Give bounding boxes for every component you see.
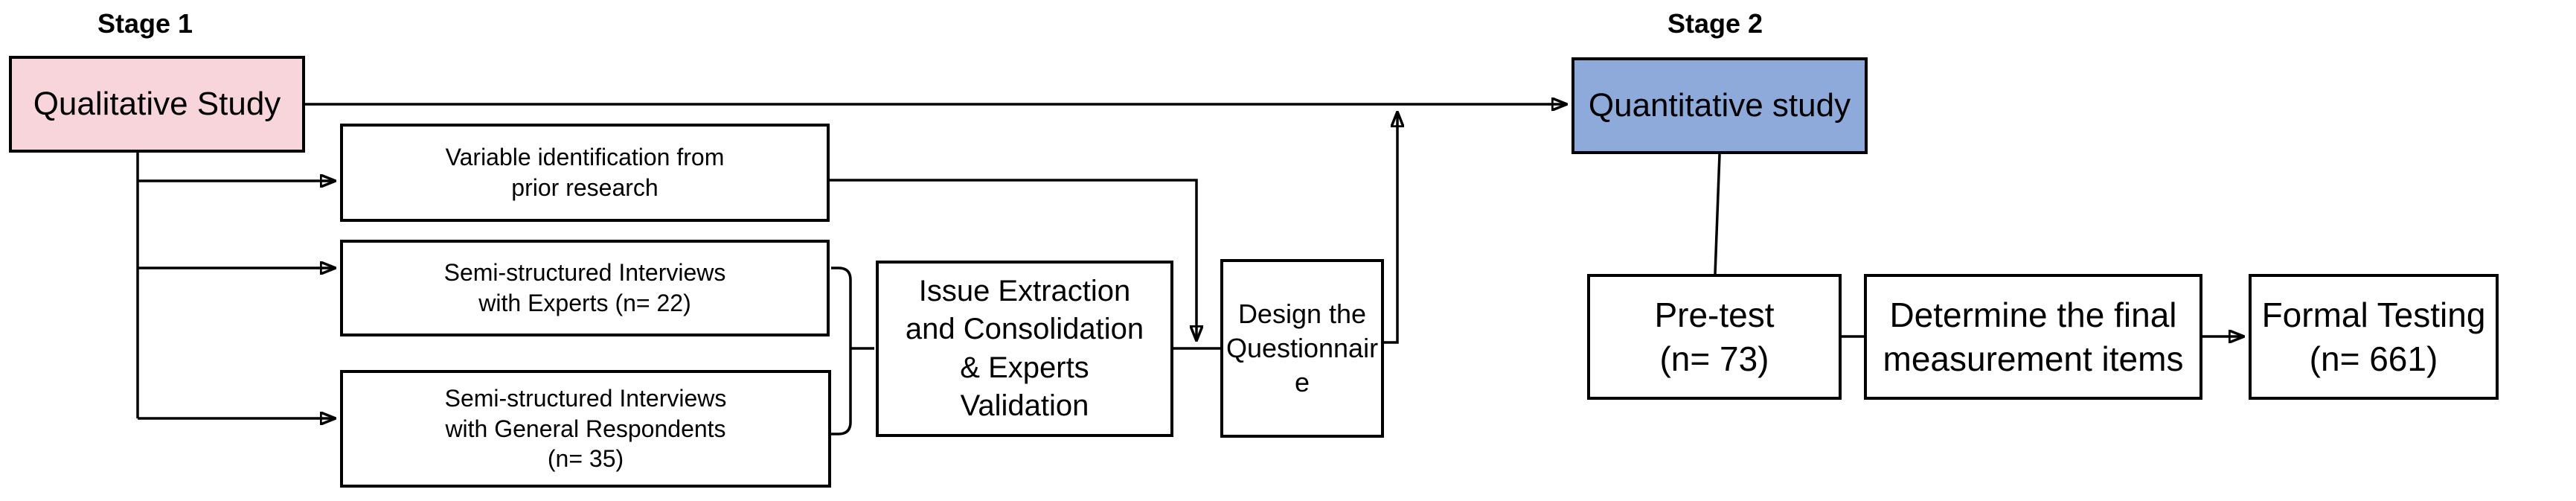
variable-identification-box: Variable identification from prior resea… [340,124,830,222]
interviews-merge-bracket [831,267,874,435]
design-to-mainline-arrow [1384,112,1397,344]
quantitative-study-label: Quantitative study [1588,86,1851,124]
design-questionnaire-box: Design the Questionnair e [1220,259,1384,438]
stage-2-label: Stage 2 [1667,8,1763,39]
quantitative-to-pretest-line [1714,153,1721,275]
final-measurement-items-box: Determine the final measurement items [1864,274,2202,400]
pretest-label: Pre-test (n= 73) [1654,295,1775,378]
variable-to-junction-arrow [830,179,1196,341]
formal-testing-box: Formal Testing (n= 661) [2249,274,2499,400]
issue-extraction-validation-label: Issue Extraction and Consolidation & Exp… [905,275,1144,422]
general-respondent-interviews-label: Semi-structured Interviews with General … [444,384,727,473]
qualitative-study-label: Qualitative Study [33,85,281,122]
design-questionnaire-label: Design the Questionnair e [1225,298,1379,398]
pretest-box: Pre-test (n= 73) [1587,274,1842,400]
quantitative-study-box: Quantitative study [1571,57,1868,154]
general-respondent-interviews-box: Semi-structured Interviews with General … [340,370,831,488]
issue-extraction-validation-box: Issue Extraction and Consolidation & Exp… [876,261,1173,437]
variable-identification-label: Variable identification from prior resea… [445,144,725,201]
formal-testing-label: Formal Testing (n= 661) [2261,295,2486,378]
final-measurement-items-label: Determine the final measurement items [1883,295,2184,378]
stage-1-label: Stage 1 [97,8,193,39]
expert-interviews-label: Semi-structured Interviews with Experts … [443,259,726,316]
qualitative-study-box: Qualitative Study [9,56,305,153]
expert-interviews-box: Semi-structured Interviews with Experts … [340,240,830,336]
